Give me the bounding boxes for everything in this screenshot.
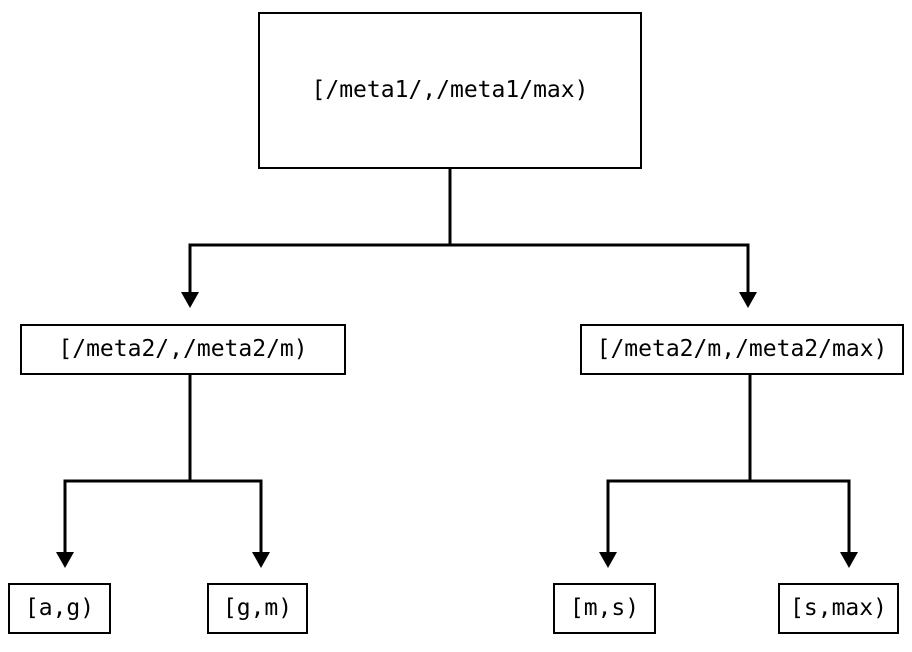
edge-root-mid-left bbox=[181, 169, 452, 308]
edge-mid-left-g-m bbox=[188, 375, 270, 568]
tree-node-mid-left[interactable]: [/meta2/,/meta2/m) bbox=[20, 324, 346, 375]
tree-node-mid-left-label: [/meta2/,/meta2/m) bbox=[58, 336, 308, 362]
tree-node-leaf-m-s[interactable]: [m,s) bbox=[553, 583, 656, 634]
tree-node-leaf-a-g-label: [a,g) bbox=[24, 595, 95, 621]
tree-node-mid-right[interactable]: [/meta2/m,/meta2/max) bbox=[580, 324, 904, 375]
tree-node-leaf-s-max[interactable]: [s,max) bbox=[778, 583, 899, 634]
tree-node-mid-right-label: [/meta2/m,/meta2/max) bbox=[596, 336, 888, 362]
arrowhead-icon bbox=[739, 292, 757, 308]
edge-mid-right-m-s bbox=[599, 375, 752, 568]
arrowhead-icon bbox=[840, 552, 858, 568]
tree-node-leaf-s-max-label: [s,max) bbox=[790, 595, 887, 621]
tree-node-leaf-m-s-label: [m,s) bbox=[569, 595, 640, 621]
arrowhead-icon bbox=[252, 552, 270, 568]
edge-mid-left-a-g bbox=[56, 375, 192, 568]
tree-node-root[interactable]: [/meta1/,/meta1/max) bbox=[258, 12, 642, 169]
edge-root-mid-right bbox=[448, 169, 757, 308]
arrowhead-icon bbox=[56, 552, 74, 568]
edge-mid-right-s-max bbox=[748, 375, 858, 568]
tree-node-leaf-a-g[interactable]: [a,g) bbox=[8, 583, 111, 634]
tree-node-root-label: [/meta1/,/meta1/max) bbox=[311, 77, 589, 103]
arrowhead-icon bbox=[599, 552, 617, 568]
arrowhead-icon bbox=[181, 292, 199, 308]
tree-node-leaf-g-m[interactable]: [g,m) bbox=[207, 583, 308, 634]
tree-node-leaf-g-m-label: [g,m) bbox=[222, 595, 293, 621]
